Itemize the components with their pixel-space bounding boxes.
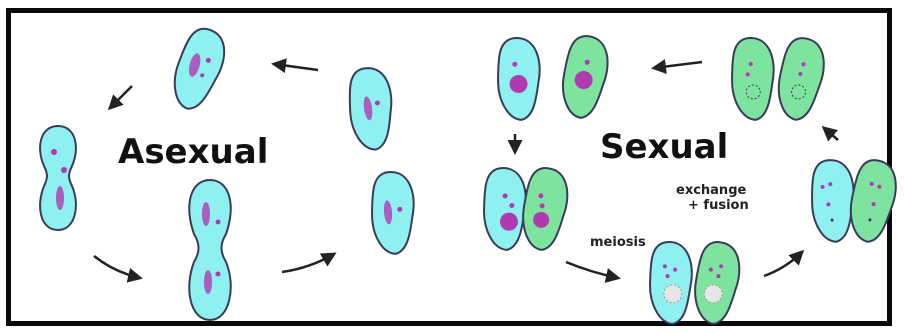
- asexual-cell-center-dividing: [189, 180, 231, 320]
- label-asexual: Asexual: [118, 132, 268, 172]
- arrow-asexual-top: [274, 64, 318, 70]
- arrow-sexual-right-up: [824, 128, 838, 140]
- label-sexual: Sexual: [600, 127, 728, 167]
- asexual-cell-right-top: [344, 65, 398, 152]
- arrow-asexual-bottom-right: [282, 254, 334, 272]
- asexual-cell-top: [168, 24, 231, 114]
- label-meiosis: meiosis: [590, 235, 646, 250]
- sexual-pair-bottom: [647, 241, 741, 326]
- label-fusion: + fusion: [688, 198, 749, 213]
- label-exchange: exchange: [676, 183, 746, 198]
- sexual-pair-right: [808, 158, 899, 244]
- sexual-pair-top-right: [728, 36, 826, 122]
- arrow-sexual-top: [654, 62, 702, 68]
- arrow-sexual-bottom-right: [764, 252, 802, 276]
- sexual-pair-top-left: [494, 34, 610, 121]
- arrow-asexual-left-top: [110, 86, 132, 108]
- arrow-asexual-left-bottom: [94, 256, 140, 278]
- arrow-sexual-bottom-left: [566, 262, 618, 278]
- asexual-cell-right-bottom: [368, 170, 418, 255]
- asexual-cell-left-dividing: [40, 126, 76, 230]
- sexual-pair-middle-left: [481, 167, 569, 252]
